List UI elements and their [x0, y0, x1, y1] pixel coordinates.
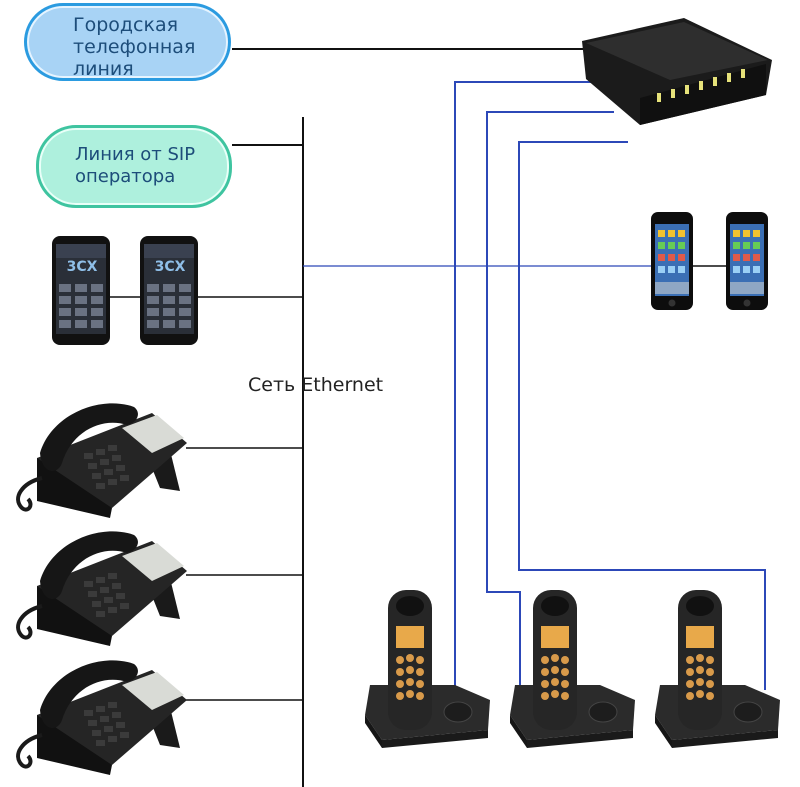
voip-gateway: [582, 18, 772, 125]
ethernet-network-label: Сеть Ethernet: [248, 374, 384, 396]
dect-phone-3: [654, 589, 781, 749]
smartphone-right: [140, 236, 198, 345]
phone-line-1: [454, 81, 600, 690]
smartphone-right-brand: 3CX: [154, 259, 186, 275]
smartphone-left: [52, 236, 110, 345]
city-line-text-3: линия: [73, 58, 134, 80]
smartphone-left-brand: 3CX: [66, 259, 98, 275]
desk-phone-2: [16, 529, 190, 648]
desk-phone-1: [16, 401, 190, 520]
city-line-text-2: телефонная: [73, 36, 196, 58]
city-phone-line-bubble: Городская телефонная линия: [24, 3, 231, 81]
phone-lines: [303, 81, 766, 700]
sip-line-text-2: оператора: [75, 166, 176, 187]
dect-phone-2: [509, 589, 636, 749]
iphone-right: [726, 212, 768, 310]
dect-phone-1: [364, 589, 491, 749]
phone-line-2: [486, 111, 614, 700]
iphone-left: [651, 212, 693, 310]
desk-phone-3: [16, 658, 190, 777]
phone-line-3: [518, 141, 766, 690]
sip-operator-line-bubble: Линия от SIP оператора: [36, 125, 232, 208]
ethernet-lines: [110, 48, 727, 787]
city-line-text-1: Городская: [73, 14, 179, 36]
sip-line-text-1: Линия от SIP: [75, 144, 196, 165]
